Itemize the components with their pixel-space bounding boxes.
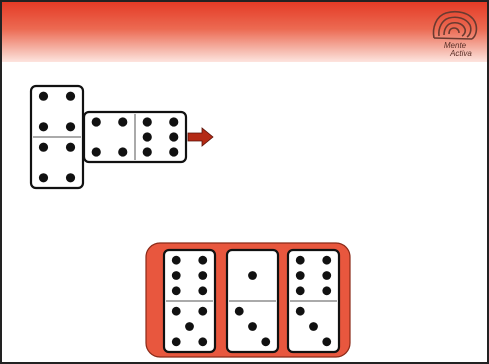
pip <box>261 337 270 346</box>
pip <box>309 322 318 331</box>
pip <box>66 92 75 101</box>
pip <box>66 173 75 182</box>
pip <box>322 256 331 265</box>
domino-horizontal <box>84 112 186 162</box>
pip <box>92 117 101 126</box>
pip <box>198 307 207 316</box>
pip <box>185 322 194 331</box>
answer-tray <box>146 243 350 357</box>
pip <box>66 143 75 152</box>
pip <box>39 143 48 152</box>
pip <box>248 322 257 331</box>
pip <box>198 286 207 295</box>
pip <box>169 147 178 156</box>
pip <box>39 122 48 131</box>
pip <box>172 271 181 280</box>
pip <box>296 307 305 316</box>
pip <box>66 122 75 131</box>
pip <box>198 256 207 265</box>
domino-top-half <box>248 271 257 280</box>
pip <box>235 307 244 316</box>
pip <box>248 271 257 280</box>
pip <box>296 271 305 280</box>
answer-option-1[interactable] <box>164 250 215 352</box>
pip <box>172 337 181 346</box>
pip <box>39 173 48 182</box>
answer-option-2[interactable] <box>227 250 278 352</box>
arrow-shape <box>188 128 213 146</box>
pip <box>39 92 48 101</box>
pip <box>198 271 207 280</box>
pip <box>172 307 181 316</box>
pip <box>172 256 181 265</box>
placed-dominoes <box>31 86 186 188</box>
pip <box>322 271 331 280</box>
pip <box>198 337 207 346</box>
pip <box>169 132 178 141</box>
pip <box>296 286 305 295</box>
pip <box>143 117 152 126</box>
pip <box>322 337 331 346</box>
pip <box>296 256 305 265</box>
pip <box>92 147 101 156</box>
domino-vertical <box>31 86 83 188</box>
pip <box>143 147 152 156</box>
pip <box>118 147 127 156</box>
pip <box>143 132 152 141</box>
arrow-right-icon <box>188 128 213 146</box>
pip <box>322 286 331 295</box>
answer-option-3[interactable] <box>288 250 339 352</box>
pip <box>172 286 181 295</box>
pip <box>118 117 127 126</box>
pip <box>169 117 178 126</box>
